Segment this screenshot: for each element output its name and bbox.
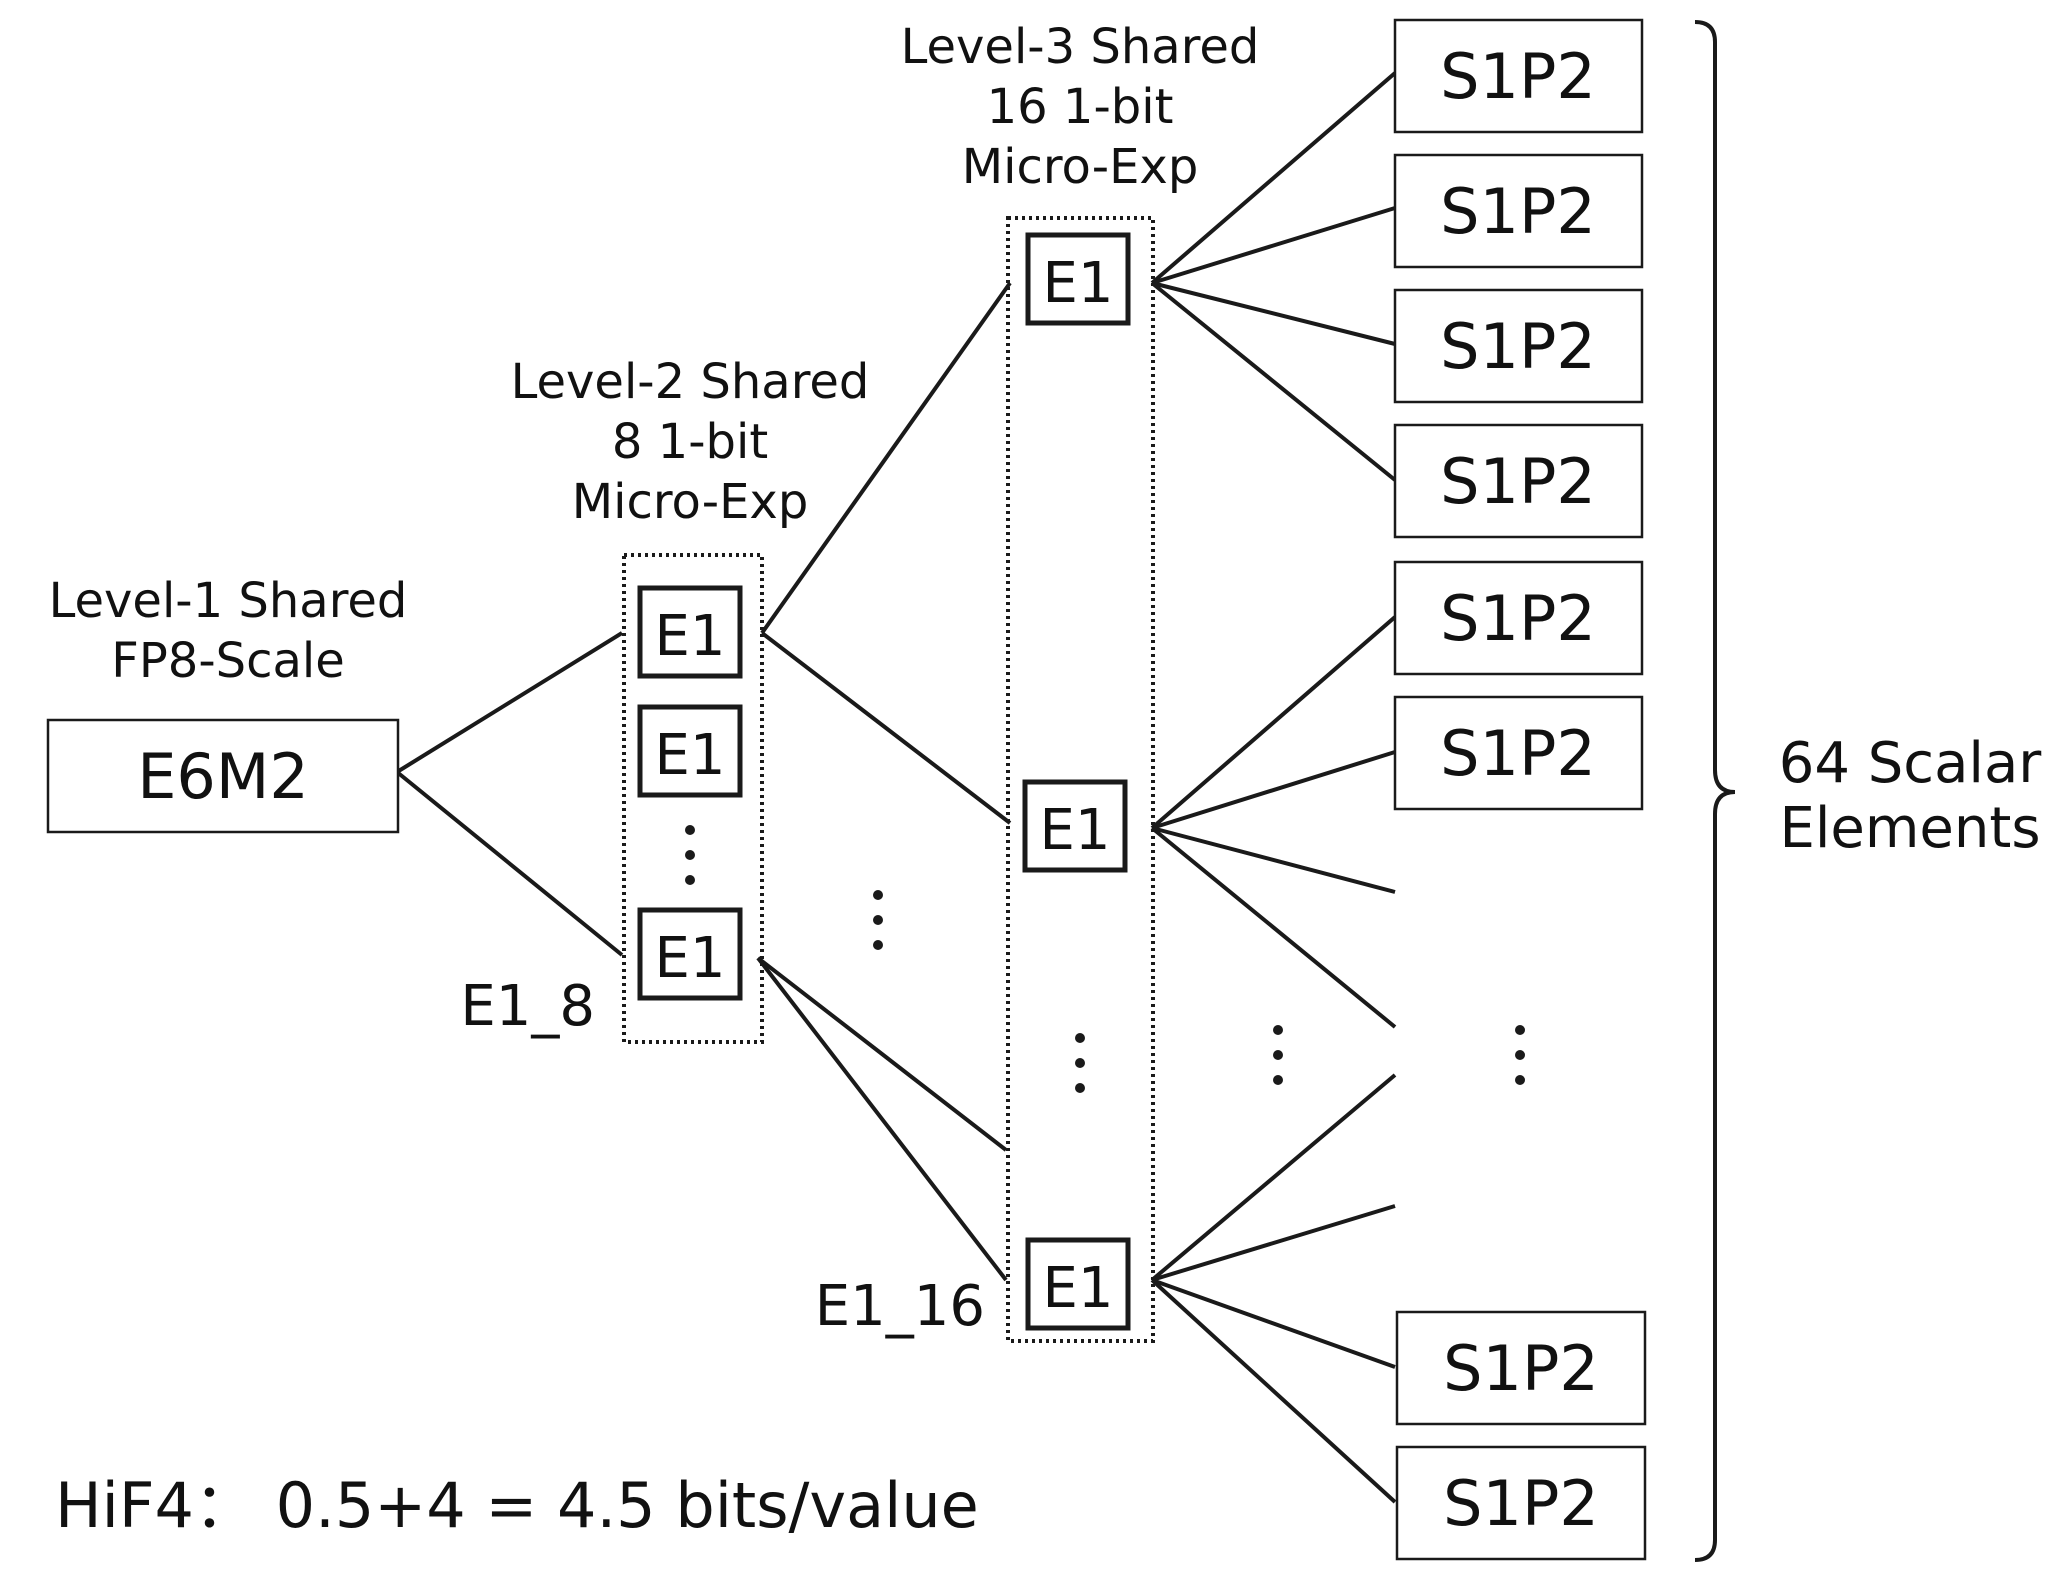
scalar-box-label: S1P2 — [1443, 1467, 1599, 1540]
level2-last-label: E1_8 — [460, 974, 595, 1039]
scalar-box: S1P2 — [1393, 560, 1644, 676]
level3-e1-box: E1 — [1022, 779, 1128, 873]
level3-label-line1: Level-3 Shared — [901, 19, 1260, 75]
level3-e1-label: E1 — [1039, 798, 1110, 863]
brace-label-line1: 64 Scalar — [1779, 731, 2043, 796]
level2-e1-label: E1 — [654, 604, 725, 669]
level2-label-line1: Level-2 Shared — [511, 354, 870, 410]
level3-group — [1006, 216, 1155, 1343]
ellipsis-icon — [873, 890, 883, 950]
e6m2-box: E6M2 — [46, 718, 400, 834]
ellipsis-icon — [1075, 1033, 1085, 1093]
ellipsis-icon — [1515, 1025, 1525, 1085]
scalar-box: S1P2 — [1395, 1310, 1647, 1426]
scalar-box: S1P2 — [1393, 18, 1644, 134]
scalar-box: S1P2 — [1395, 1445, 1647, 1561]
level2-e1-box: E1 — [637, 704, 743, 798]
level1-label-line2: FP8-Scale — [111, 633, 345, 689]
footer-formula: HiF4： 0.5+4 = 4.5 bits/value — [55, 1469, 979, 1542]
level2-label-line2: 8 1-bit — [612, 414, 768, 470]
scalar-box-label: S1P2 — [1443, 1332, 1599, 1405]
level2-e1-label: E1 — [654, 723, 725, 788]
level2-group — [622, 553, 764, 1044]
e6m2-box-label: E6M2 — [137, 740, 309, 813]
level3-e1-box: E1 — [1025, 232, 1131, 326]
scalar-box-label: S1P2 — [1440, 717, 1596, 790]
level3-last-label: E1_16 — [815, 1274, 985, 1339]
connector-lines — [395, 71, 1397, 1504]
level2-label-line3: Micro-Exp — [572, 474, 809, 530]
scalar-box-label: S1P2 — [1440, 310, 1596, 383]
scalar-box: S1P2 — [1393, 288, 1644, 404]
level3-label-line3: Micro-Exp — [962, 139, 1199, 195]
ellipsis-icon — [685, 825, 695, 885]
ellipsis-icon — [1273, 1025, 1283, 1085]
scalar-box: S1P2 — [1393, 695, 1644, 811]
scalar-box: S1P2 — [1393, 423, 1644, 539]
level2-e1-box: E1 — [637, 907, 743, 1001]
level3-e1-label: E1 — [1042, 251, 1113, 316]
right-brace — [1694, 20, 1736, 1562]
level2-e1-label: E1 — [654, 926, 725, 991]
level3-e1-label: E1 — [1042, 1256, 1113, 1321]
scalar-box-label: S1P2 — [1440, 445, 1596, 518]
brace-label-line2: Elements — [1779, 796, 2040, 861]
level1-label-line1: Level-1 Shared — [49, 573, 408, 629]
scalar-box-label: S1P2 — [1440, 175, 1596, 248]
level3-label-line2: 16 1-bit — [987, 79, 1174, 135]
level3-e1-box: E1 — [1025, 1237, 1131, 1331]
scalar-box-label: S1P2 — [1440, 40, 1596, 113]
scalar-box-label: S1P2 — [1440, 582, 1596, 655]
level2-e1-box: E1 — [637, 585, 743, 679]
scalar-box: S1P2 — [1393, 153, 1644, 269]
